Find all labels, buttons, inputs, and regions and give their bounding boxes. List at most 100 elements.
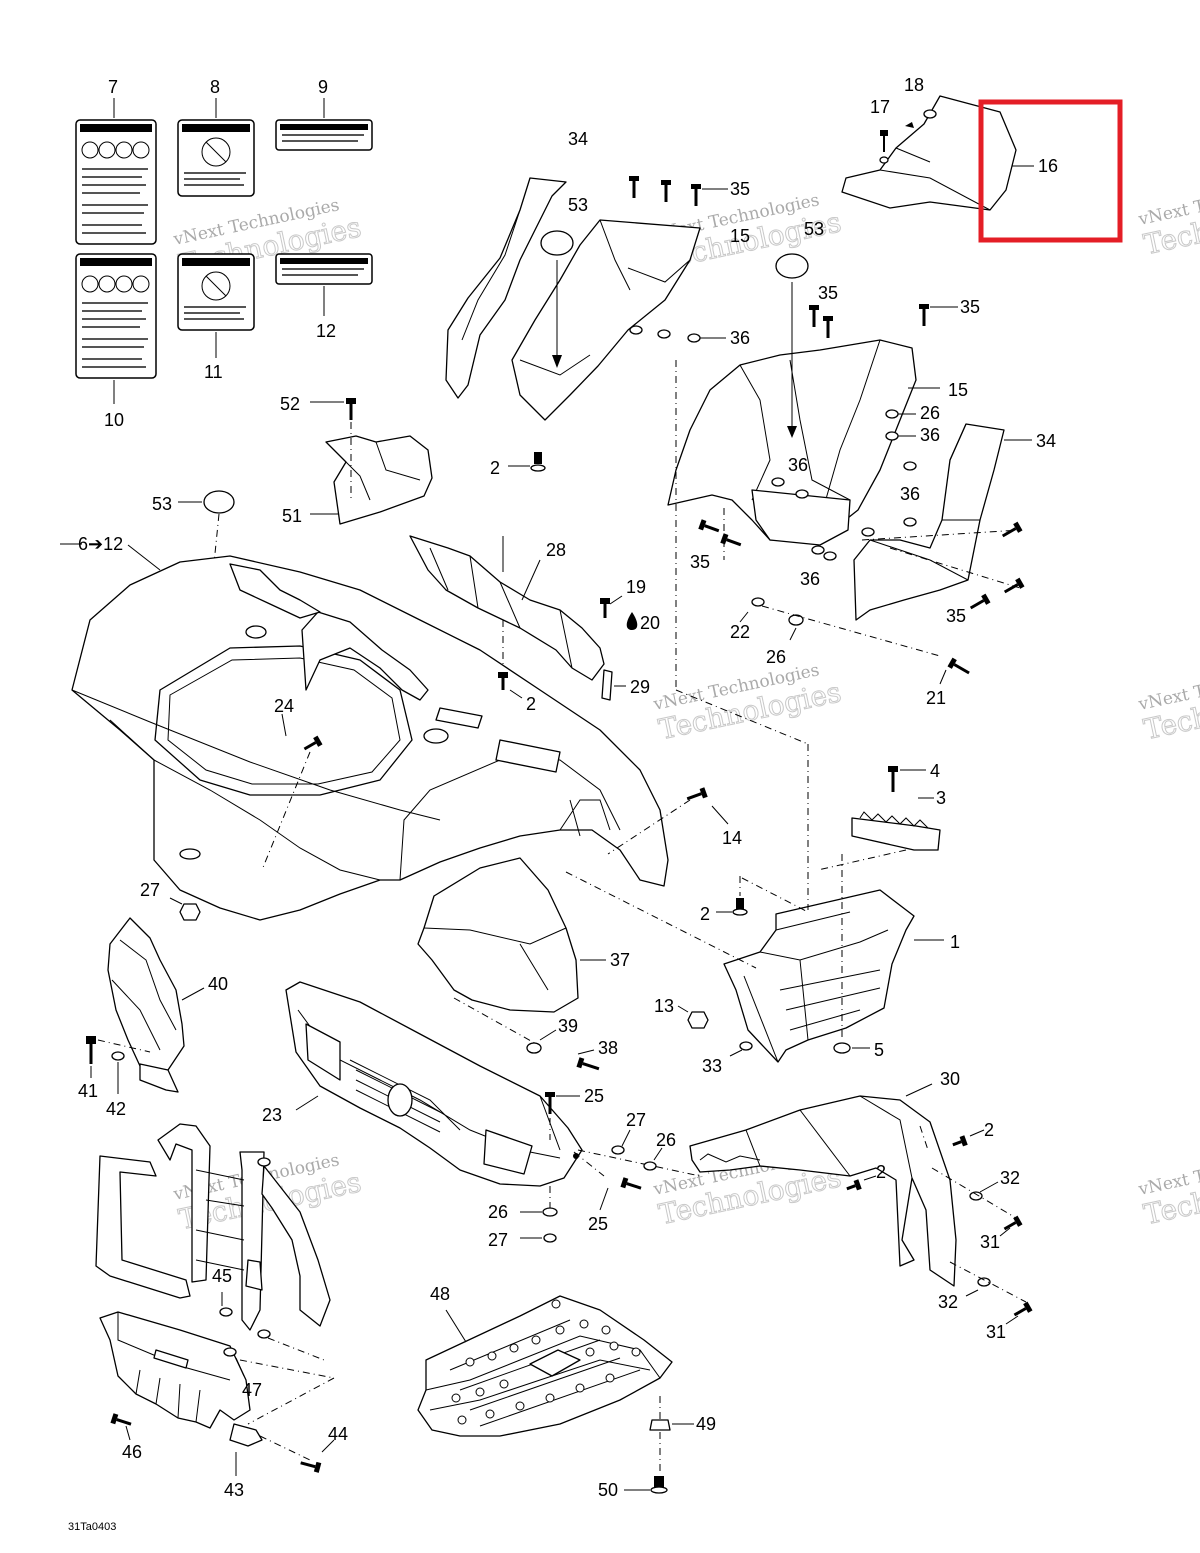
callout: 2 xyxy=(700,904,710,924)
callout: 36 xyxy=(800,569,820,589)
decal-labels xyxy=(75,98,373,404)
plug-53 xyxy=(540,230,574,256)
bracket-40 xyxy=(107,917,205,1093)
callout: 1 xyxy=(950,932,960,952)
highlight-box-16 xyxy=(978,99,1123,243)
callout: 16 xyxy=(1038,156,1058,176)
screw-2-top xyxy=(508,452,546,472)
callout: 17 xyxy=(870,97,890,117)
nut-13-washer-33 xyxy=(677,1005,753,1057)
callout: 26 xyxy=(920,403,940,423)
fender-fasteners xyxy=(611,1129,1033,1325)
screw-24 xyxy=(261,713,323,871)
callout: 32 xyxy=(1000,1168,1020,1188)
callout: 3 xyxy=(936,788,946,808)
bolt-21-washers xyxy=(739,597,970,685)
callout: 14 xyxy=(722,828,742,848)
callout: 22 xyxy=(730,622,750,642)
callout: 21 xyxy=(926,688,946,708)
right-side-guard-34 xyxy=(853,423,1032,621)
callout: 12 xyxy=(316,321,336,341)
callout: 47 xyxy=(242,1380,262,1400)
callout: 53 xyxy=(152,494,172,514)
callout: 35 xyxy=(818,283,838,303)
callout: 53 xyxy=(568,195,588,215)
screws-25-washers xyxy=(520,1092,701,1243)
part-28-bracket xyxy=(409,535,638,701)
nuts-36-top xyxy=(629,325,726,343)
callout: 34 xyxy=(1036,431,1056,451)
callout: 5 xyxy=(874,1040,884,1060)
callout: 38 xyxy=(598,1038,618,1058)
panel-37 xyxy=(417,857,606,1047)
reference-code: 31Ta0403 xyxy=(68,1521,116,1533)
callout: 50 xyxy=(598,1480,618,1500)
callout: 25 xyxy=(588,1214,608,1234)
callout: 34 xyxy=(568,129,588,149)
callout: 27 xyxy=(140,880,160,900)
callout: 27 xyxy=(488,1230,508,1250)
callout: 36 xyxy=(788,455,808,475)
callout: 26 xyxy=(656,1130,676,1150)
callout: 29 xyxy=(630,677,650,697)
callout: 37 xyxy=(610,950,630,970)
callout: 46 xyxy=(122,1442,142,1462)
callout: 36 xyxy=(920,425,940,445)
callout: 23 xyxy=(262,1105,282,1125)
callout: 24 xyxy=(274,696,294,716)
right-inner-fender xyxy=(667,253,958,561)
callout: 42 xyxy=(106,1099,126,1119)
callout: 31 xyxy=(986,1322,1006,1342)
decal-8 xyxy=(177,119,255,197)
callout: 9 xyxy=(318,77,328,97)
callout: 49 xyxy=(696,1414,716,1434)
callout: 10 xyxy=(104,410,124,430)
callout: 2 xyxy=(490,458,500,478)
callout: 31 xyxy=(980,1232,1000,1252)
callout: 40 xyxy=(208,974,228,994)
callout: 6➔12 xyxy=(78,534,123,554)
callout: 15 xyxy=(730,226,750,246)
callout: 15 xyxy=(948,380,968,400)
callout: 30 xyxy=(940,1069,960,1089)
decal-11 xyxy=(177,253,255,331)
callout: 36 xyxy=(730,328,750,348)
callout: 36 xyxy=(900,484,920,504)
fasteners-49-50 xyxy=(624,1419,694,1494)
brush-guard xyxy=(95,1123,331,1339)
skid-43-fasteners xyxy=(99,1292,335,1476)
callout: 13 xyxy=(654,996,674,1016)
nut-27 xyxy=(169,897,201,921)
callout: 52 xyxy=(280,394,300,414)
callout: 11 xyxy=(204,362,223,382)
callout: 19 xyxy=(626,577,646,597)
assembly-dash-lines xyxy=(565,360,809,969)
bolt-41-washer-42 xyxy=(86,1036,151,1094)
bolt-14 xyxy=(607,787,729,855)
callout: 7 xyxy=(108,77,118,97)
callout: 26 xyxy=(488,1202,508,1222)
front-bumper-23 xyxy=(285,981,583,1187)
callout: 48 xyxy=(430,1284,450,1304)
callout: 51 xyxy=(282,506,302,526)
callout: 18 xyxy=(904,75,924,95)
step-3-bolt-4 xyxy=(851,766,941,851)
part-16-panel xyxy=(841,95,1017,211)
callout-labels: 7 8 9 10 11 12 34 53 35 15 36 2 18 17 16… xyxy=(68,75,1058,1533)
callout: 41 xyxy=(78,1081,98,1101)
callout: 33 xyxy=(702,1056,722,1076)
left-inner-fender xyxy=(445,177,701,421)
screws-35-top xyxy=(629,176,728,206)
part-51-bracket xyxy=(310,398,433,525)
callout: 20 xyxy=(640,613,660,633)
callout: 25 xyxy=(584,1086,604,1106)
callout: 2 xyxy=(876,1162,886,1182)
screw-2-footwell xyxy=(716,876,809,916)
skid-plate-48 xyxy=(417,1295,673,1437)
callout: 26 xyxy=(766,647,786,667)
callout: 32 xyxy=(938,1292,958,1312)
callout: 35 xyxy=(730,179,750,199)
footwell-1 xyxy=(723,849,944,1063)
callout: 28 xyxy=(546,540,566,560)
